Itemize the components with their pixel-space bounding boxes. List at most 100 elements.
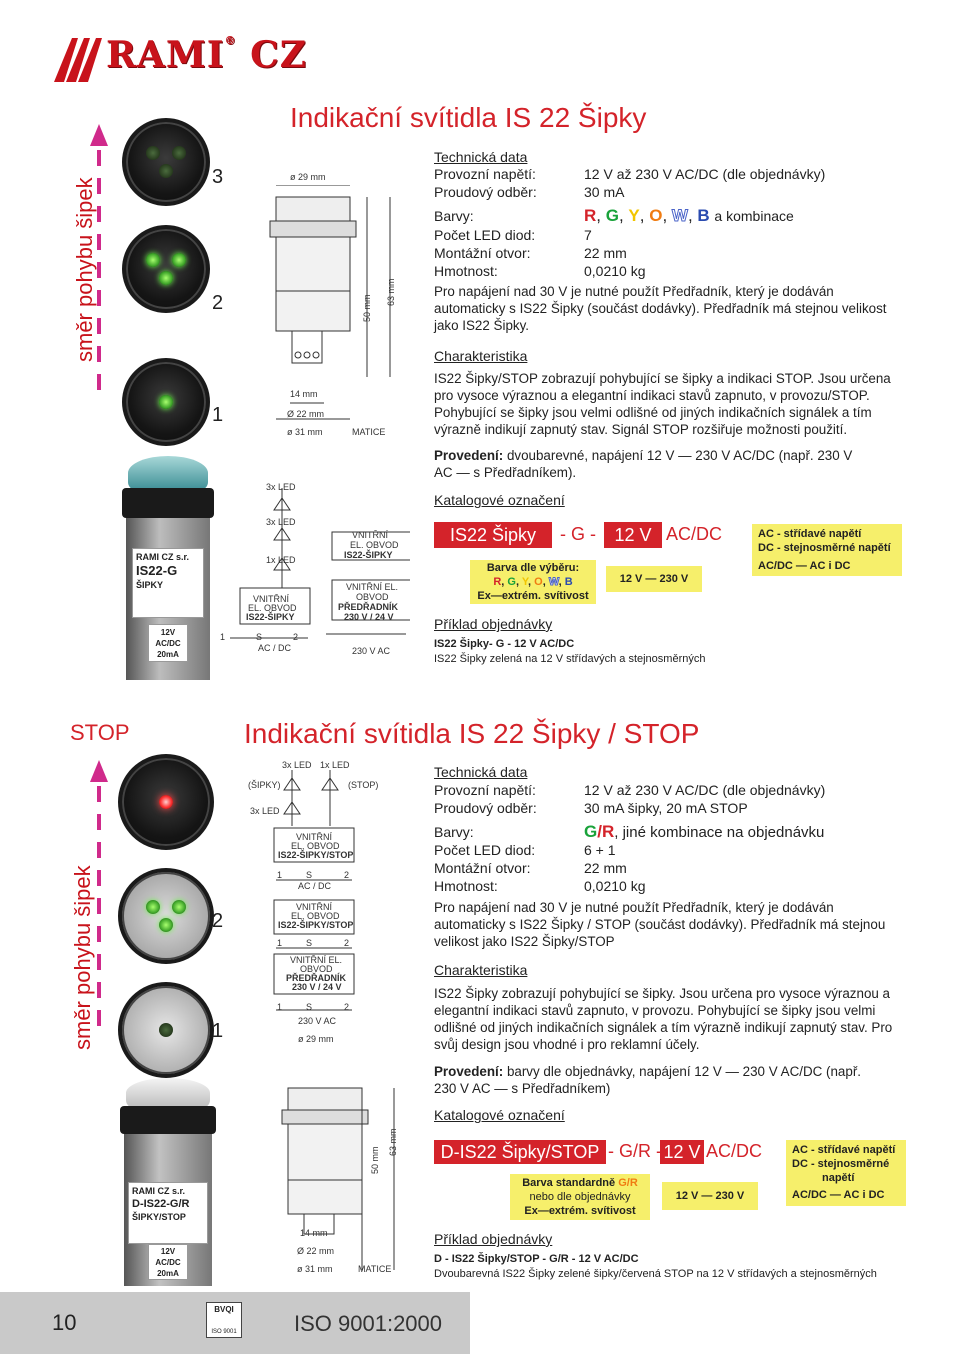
circuit-p2: 2 <box>293 632 299 642</box>
voltage-note-box-2: 12 V — 230 V <box>662 1182 758 1210</box>
c2-b2a: VNITŘNÍ <box>296 902 332 912</box>
c2-ps: S <box>306 870 313 880</box>
circuit-led3a: 3x LED <box>266 482 296 492</box>
code-main: IS22 Šipky <box>434 522 552 548</box>
tech-row-led-count: Počet LED diod:7 <box>434 227 592 243</box>
tech-heading: Technická data <box>434 149 528 165</box>
dim-d29: ø 29 mm <box>290 172 326 182</box>
brand-name: RAMI® CZ <box>106 34 308 76</box>
provedeni: Provedení: dvoubarevné, napájení 12 V — … <box>434 448 853 480</box>
dim-matice: MATICE <box>352 427 386 437</box>
direction-arrow-2 <box>90 760 108 787</box>
circuit-p1: 1 <box>220 632 226 642</box>
dim-w14: 14 mm <box>290 389 318 399</box>
c2-b3b: OBVOD <box>300 964 333 974</box>
lamp-stop-arrows <box>118 868 214 964</box>
c2-p1c: 1 <box>277 1002 283 1012</box>
type-note-acdc: AC/DC — AC i DC <box>752 558 902 576</box>
dim2-matice: MATICE <box>358 1264 392 1274</box>
dim2-h50: 50 mm <box>370 1146 380 1174</box>
page-number: 10 <box>52 1310 77 1335</box>
circuit-box-a2: EL. OBVOD <box>350 540 399 550</box>
tech2-row-voltage: Provozní napětí:12 V až 230 V AC/DC (dle… <box>434 782 826 798</box>
color-note-box: Barva dle výběru: R, G, Y, O, W, B Ex—ex… <box>470 560 596 604</box>
tech-row-hole: Montážní otvor:22 mm <box>434 245 627 261</box>
c2-b3a: VNITŘNÍ EL. <box>290 955 343 965</box>
c2-psb: S <box>306 938 313 948</box>
dim2-d22: Ø 22 mm <box>297 1246 335 1256</box>
char-heading: Charakteristika <box>434 348 528 364</box>
c2-led3: 3x LED <box>250 806 280 816</box>
code2-type: AC/DC <box>706 1141 763 1161</box>
section2-side-label: směr pohybu šipek <box>70 865 95 1050</box>
circuit-diagram-2 <box>273 770 355 1011</box>
section2-title: Indikační svítidla IS 22 Šipky / STOP <box>244 718 700 749</box>
circuit-box-a3: IS22-ŠIPKY <box>344 550 393 560</box>
katalog-heading: Katalogové označení <box>434 492 565 508</box>
c2-b1c: IS22-ŠIPKY/STOP <box>278 850 354 860</box>
code-color: - G - <box>560 524 596 544</box>
char-text-2: IS22 Šipky zobrazují pohybující se šipky… <box>434 986 893 1052</box>
dim2-h63: 63 mm <box>388 1128 398 1156</box>
c2-p2: 2 <box>344 870 350 880</box>
type-note-box-2: AC - střídavé napětí DC - stejnosměrné n… <box>786 1140 906 1186</box>
circuit-box-a1: VNITŘNÍ <box>352 530 388 540</box>
tech-row-current: Proudový odběr:30 mA <box>434 184 625 200</box>
position-number-1b: 1 <box>212 1020 224 1042</box>
c2-p1b: 1 <box>277 938 283 948</box>
dim-d31: ø 31 mm <box>287 427 323 437</box>
code2-voltage: 12 V <box>660 1140 704 1164</box>
lamp-stop-red <box>118 754 214 850</box>
arrow-up-icon <box>90 760 108 782</box>
lamp-front-3 <box>122 118 210 206</box>
c2-b3c: PŘEDŘADNÍK <box>286 973 347 983</box>
stop-label: STOP <box>70 720 130 745</box>
c2-sipky: (ŠIPKY) <box>248 780 281 790</box>
katalog-heading-2: Katalogové označení <box>434 1107 565 1123</box>
arrow-up-icon <box>90 124 108 146</box>
predradnik-note: Pro napájení nad 30 V je nutné použít Př… <box>434 284 887 333</box>
tech2-row-colors: Barvy: G/R, jiné kombinace na objednávku <box>434 822 825 841</box>
dim2-d31: ø 31 mm <box>297 1264 333 1274</box>
position-number-2b: 2 <box>212 910 224 932</box>
c2-led3top: 3x LED <box>282 760 312 770</box>
dim-h63: 63 mm <box>386 278 396 306</box>
c2-p2b: 2 <box>344 938 350 948</box>
c2-b1b: EL. OBVOD <box>291 841 340 851</box>
lamp-sticker-2: RAMI CZ s.r. D-IS22-G/R ŠIPKY/STOP <box>128 1182 208 1244</box>
char-text: IS22 Šipky/STOP zobrazují pohybující se … <box>434 371 891 437</box>
code-voltage: 12 V <box>604 522 662 548</box>
lamp-front-2 <box>122 225 210 313</box>
example-heading-2: Příklad objednávky <box>434 1231 553 1247</box>
c2-vac: 230 V AC <box>298 1016 337 1026</box>
c2-p2c: 2 <box>344 1002 350 1012</box>
c2-led1top: 1x LED <box>320 760 350 770</box>
tech2-row-weight: Hmotnost:0,0210 kg <box>434 878 646 894</box>
c2-b2c: IS22-ŠIPKY/STOP <box>278 920 354 930</box>
lamp-front-1 <box>122 358 210 446</box>
lamp-sticker: RAMI CZ s.r. IS22-G ŠIPKY <box>132 548 204 618</box>
type-note-acdc-2: AC/DC — AC i DC <box>786 1186 906 1206</box>
circuit-diagram <box>230 488 410 639</box>
tech2-row-hole: Montážní otvor:22 mm <box>434 860 627 876</box>
example-text-2: Dvoubarevná IS22 Šipky zelené šipky/červ… <box>434 1268 877 1280</box>
tech-row-weight: Hmotnost:0,0210 kg <box>434 263 646 279</box>
direction-dashes <box>97 150 101 402</box>
circuit-inner2: EL. OBVOD <box>248 603 297 613</box>
circuit-led3b: 3x LED <box>266 517 296 527</box>
circuit-box-b1: VNITŘNÍ EL. <box>346 582 399 592</box>
circuit-ps: S <box>256 632 263 642</box>
section1-title: Indikační svítidla IS 22 Šipky <box>290 102 647 133</box>
circuit-inner1: VNITŘNÍ <box>253 594 289 604</box>
circuit-led1: 1x LED <box>266 555 296 565</box>
code-type: AC/DC <box>666 524 723 544</box>
direction-dashes-2 <box>97 786 101 1038</box>
code2-main: D-IS22 Šipky/STOP <box>434 1140 606 1164</box>
iso-label: ISO 9001:2000 <box>294 1311 443 1336</box>
brand-mark-icon <box>54 38 102 82</box>
